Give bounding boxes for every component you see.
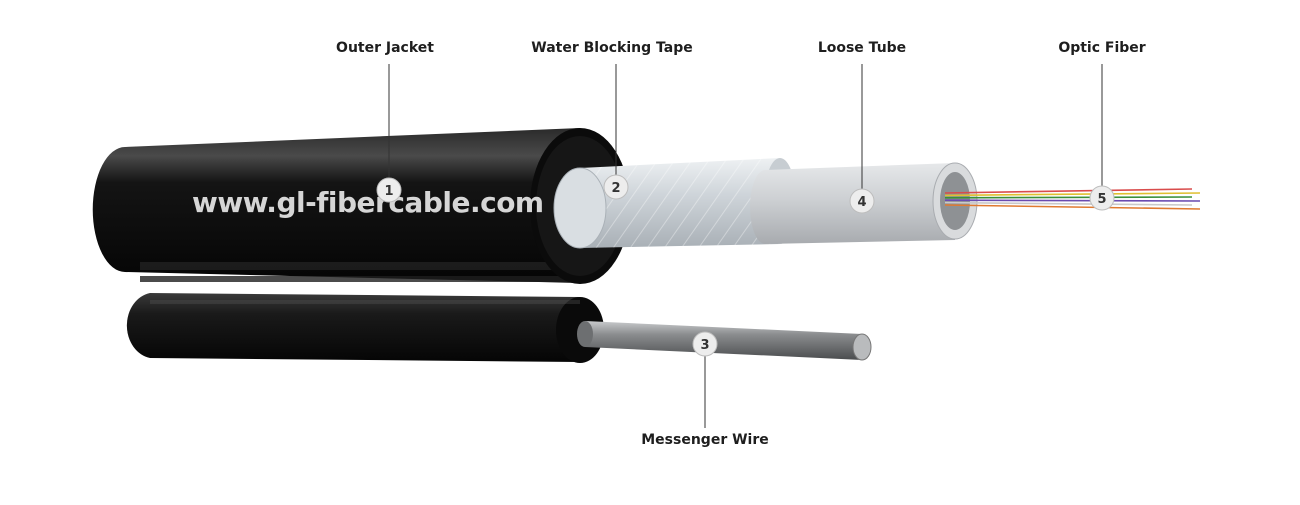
- callout-lines: [388, 64, 1103, 428]
- marker-4-number: 4: [857, 195, 866, 210]
- label-optic-fiber: Optic Fiber: [1058, 40, 1146, 56]
- fiber-strand: [944, 196, 1193, 199]
- marker-4: 4: [849, 188, 875, 214]
- marker-3-number: 3: [700, 338, 709, 353]
- marker-5-number: 5: [1097, 192, 1106, 207]
- marker-2-number: 2: [611, 181, 620, 196]
- label-loose-tube: Loose Tube: [817, 40, 907, 56]
- fiber-strand: [944, 192, 1201, 197]
- marker-5: 5: [1089, 185, 1115, 211]
- label-water-blocking-tape: Water Blocking Tape: [531, 40, 693, 56]
- fiber-strand: [944, 199, 1201, 202]
- messenger-sheath: [126, 293, 604, 363]
- label-outer-jacket: Outer Jacket: [336, 40, 434, 56]
- optic-fibers: [944, 188, 1201, 210]
- label-messenger-wire: Messenger Wire: [641, 432, 769, 448]
- watermark-text: www.gl-fibercable.com: [192, 186, 544, 219]
- messenger-wire: [577, 321, 872, 361]
- marker-2: 2: [603, 174, 629, 200]
- marker-1-number: 1: [384, 184, 393, 199]
- marker-3: 3: [692, 331, 718, 357]
- fiber-strand: [944, 188, 1193, 194]
- fiber-strand: [944, 204, 1201, 210]
- fiber-strand: [944, 201, 1193, 206]
- marker-1: 1: [376, 177, 402, 203]
